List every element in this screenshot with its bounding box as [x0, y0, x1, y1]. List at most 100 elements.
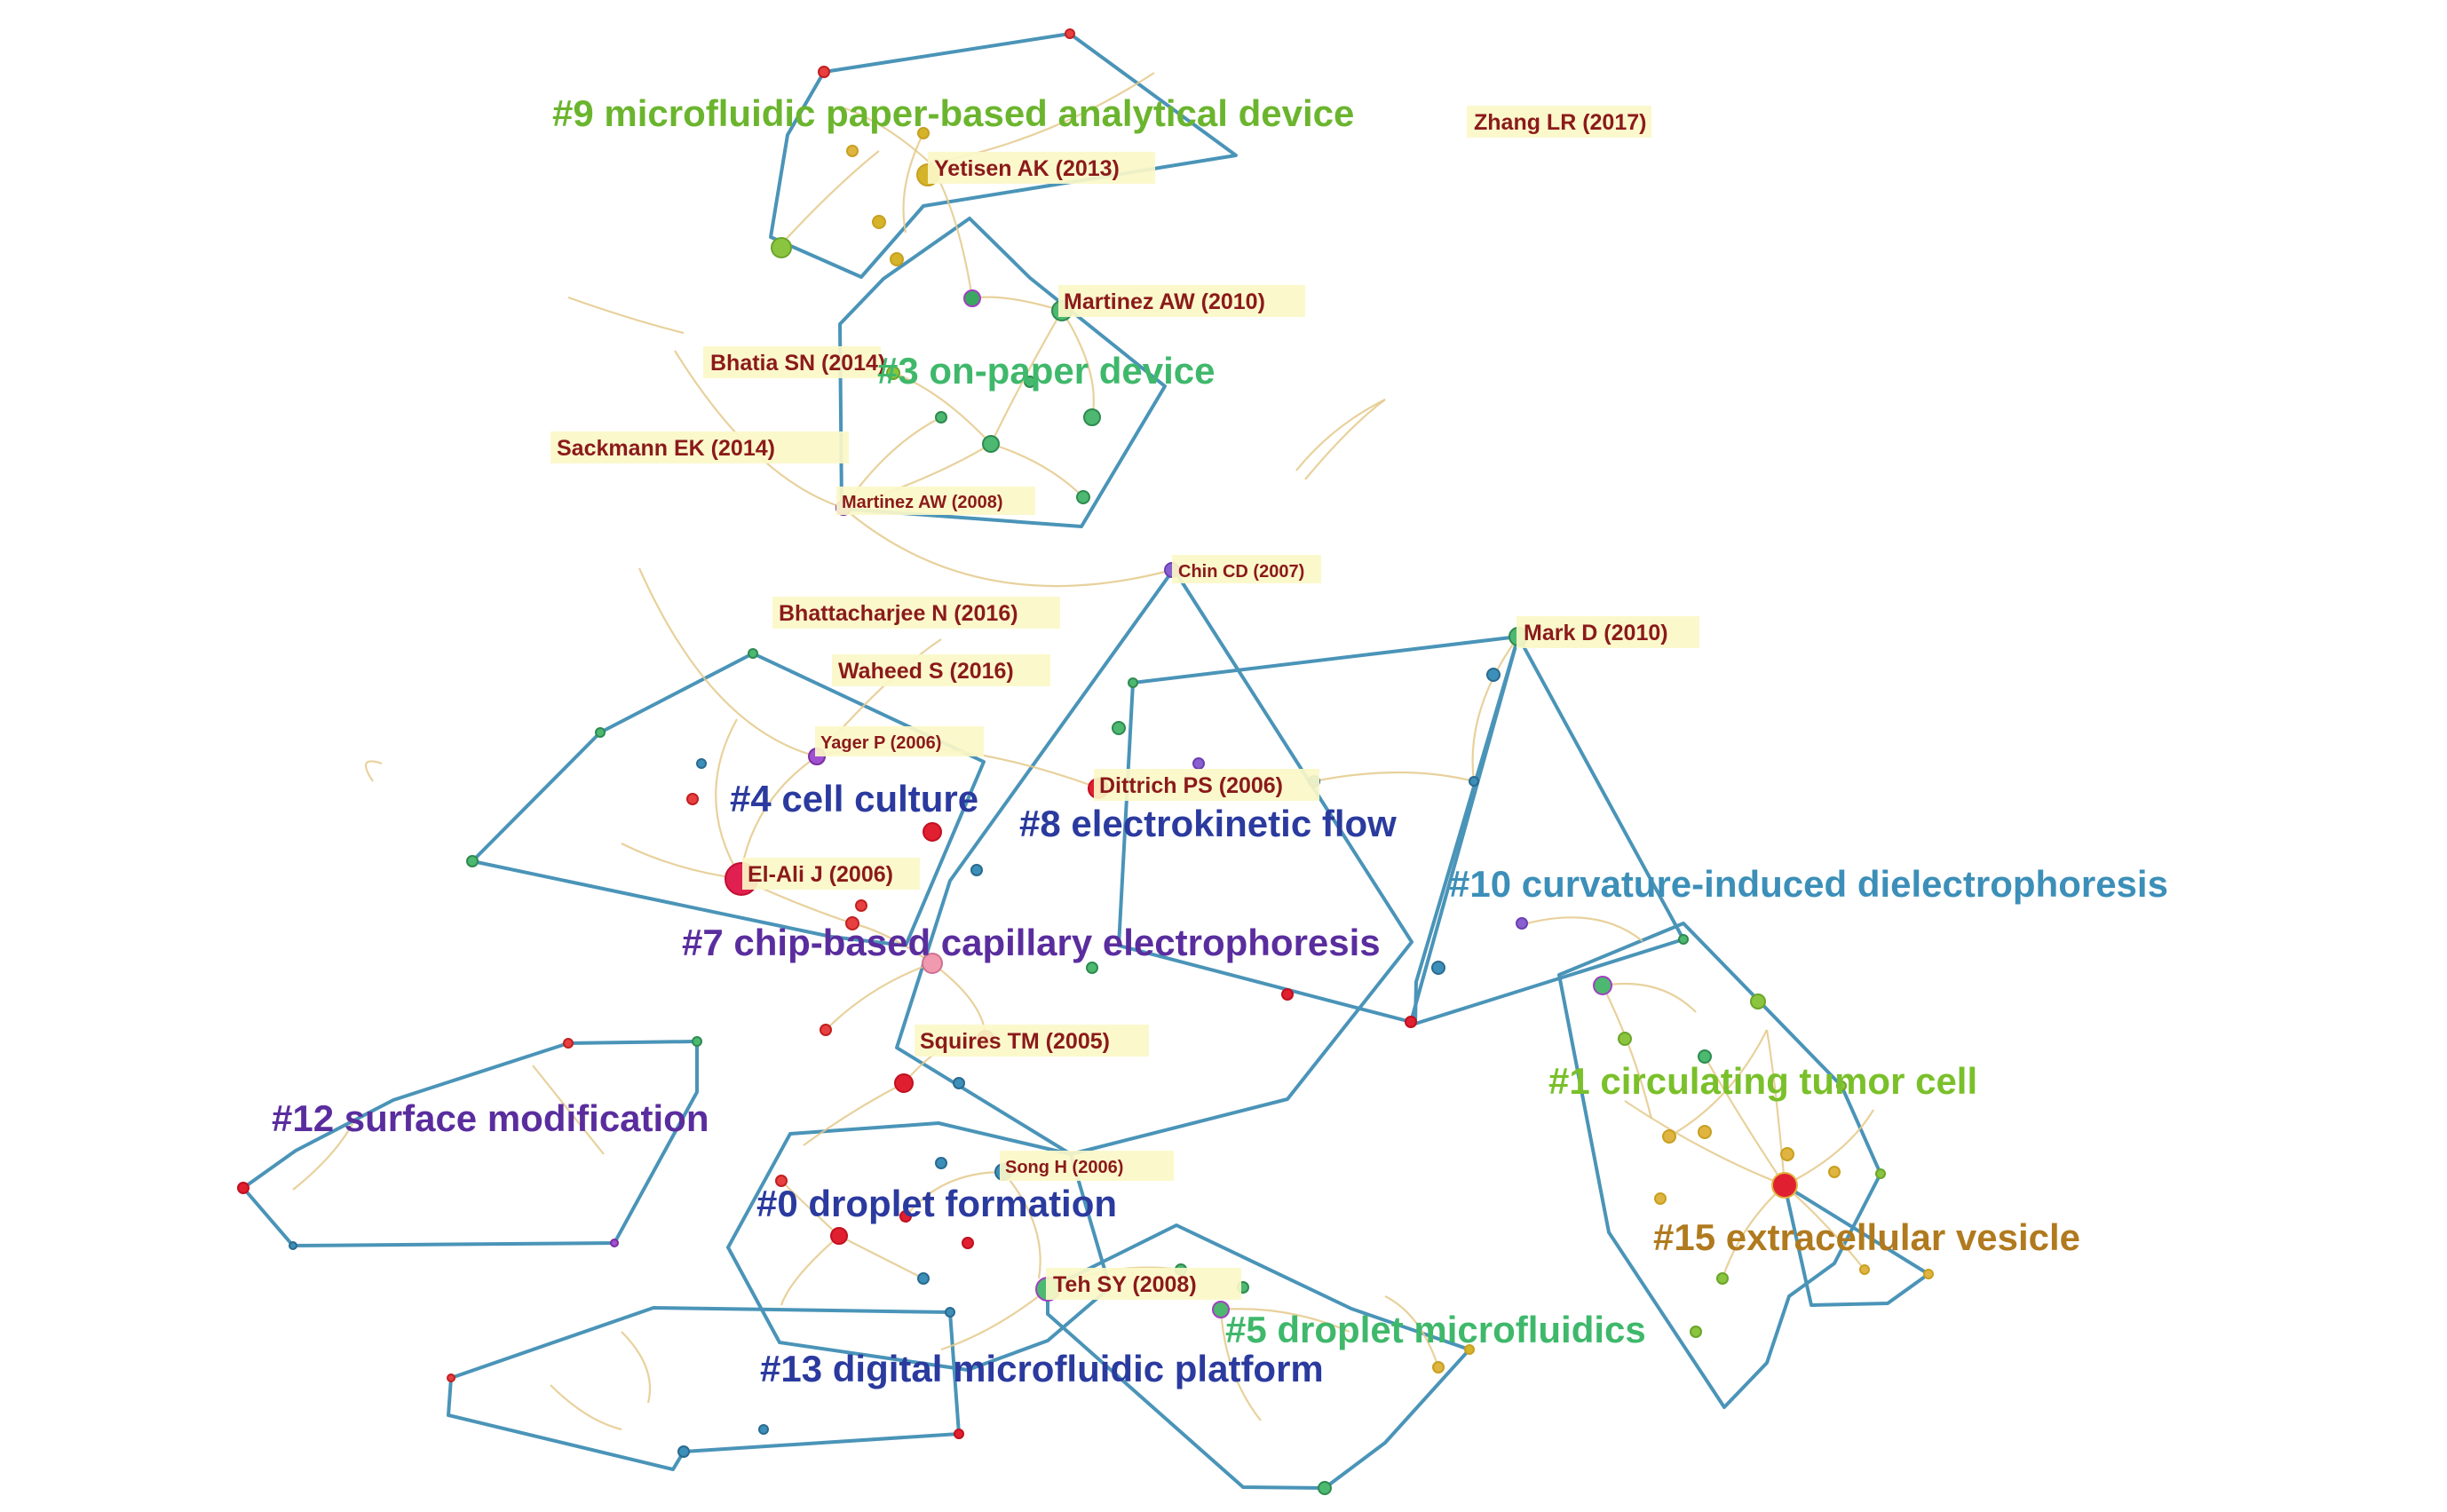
- node[interactable]: [830, 1227, 848, 1245]
- node[interactable]: [758, 1424, 769, 1435]
- node[interactable]: [954, 1429, 964, 1439]
- node[interactable]: [872, 215, 886, 229]
- node[interactable]: [1486, 668, 1501, 682]
- node[interactable]: [289, 1241, 297, 1250]
- node[interactable]: [953, 1077, 965, 1089]
- cluster-label-0[interactable]: #0 droplet formation: [756, 1183, 1117, 1224]
- node[interactable]: [1112, 721, 1126, 735]
- node[interactable]: [917, 1272, 930, 1285]
- node[interactable]: [945, 1307, 955, 1318]
- node[interactable]: [1780, 1147, 1794, 1161]
- node[interactable]: [1690, 1326, 1702, 1338]
- node[interactable]: [922, 953, 943, 974]
- node[interactable]: [970, 864, 983, 876]
- node[interactable]: [894, 1073, 914, 1093]
- node[interactable]: [686, 793, 699, 805]
- node[interactable]: [923, 822, 942, 842]
- node[interactable]: [595, 727, 606, 738]
- node[interactable]: [1024, 376, 1036, 388]
- node[interactable]: [1083, 408, 1101, 426]
- node[interactable]: [899, 1210, 912, 1223]
- node[interactable]: [935, 411, 947, 424]
- node[interactable]: [1469, 776, 1479, 787]
- node[interactable]: [1281, 988, 1294, 1001]
- node[interactable]: [237, 1182, 249, 1194]
- node[interactable]: [1212, 1301, 1230, 1318]
- node[interactable]: [1698, 1125, 1712, 1139]
- citation-nodes: [237, 28, 1934, 1495]
- node[interactable]: [1654, 1192, 1667, 1205]
- cluster-label-13[interactable]: #13 digital microfluidic platform: [760, 1348, 1324, 1389]
- node[interactable]: [466, 855, 479, 867]
- cluster-label-4[interactable]: #4 cell culture: [730, 778, 978, 819]
- node[interactable]: [692, 1036, 702, 1047]
- node[interactable]: [1128, 677, 1138, 688]
- node[interactable]: [855, 899, 867, 912]
- citation-edge: [1219, 1309, 1262, 1421]
- node[interactable]: [1432, 1361, 1445, 1373]
- node[interactable]: [1678, 934, 1689, 945]
- node[interactable]: [982, 435, 1000, 453]
- node[interactable]: [610, 1239, 619, 1247]
- node[interactable]: [1516, 917, 1528, 930]
- cluster-label-8[interactable]: #8 electrokinetic flow: [1019, 803, 1397, 844]
- node[interactable]: [935, 1157, 947, 1169]
- node[interactable]: [563, 1038, 574, 1049]
- hull-cluster-12: [242, 1040, 699, 1247]
- node[interactable]: [1086, 962, 1098, 974]
- citation-edge: [1313, 771, 1475, 783]
- citation-edge: [1624, 1100, 1786, 1187]
- node[interactable]: [886, 366, 900, 380]
- citation-edge: [905, 1170, 1004, 1217]
- node[interactable]: [1836, 1081, 1847, 1091]
- cluster-label-7[interactable]: #7 chip-based capillary electrophoresis: [682, 922, 1381, 963]
- node[interactable]: [818, 66, 830, 78]
- citation-edge: [844, 107, 931, 164]
- node[interactable]: [1716, 1272, 1729, 1285]
- node[interactable]: [1662, 1129, 1676, 1144]
- node[interactable]: [1771, 1172, 1798, 1199]
- node[interactable]: [696, 758, 707, 769]
- node[interactable]: [771, 237, 792, 258]
- node[interactable]: [1192, 757, 1205, 770]
- cluster-label-10[interactable]: #10 curvature-induced dielectrophoresis: [1449, 863, 2168, 905]
- cluster-label-3[interactable]: #3 on-paper device: [877, 350, 1215, 392]
- node[interactable]: [845, 916, 859, 930]
- ref-label-bhattacharjee: Bhattacharjee N (2016): [779, 601, 1018, 626]
- node[interactable]: [1065, 28, 1075, 39]
- node[interactable]: [1076, 490, 1090, 504]
- node[interactable]: [962, 1237, 974, 1249]
- node[interactable]: [846, 145, 859, 157]
- node[interactable]: [775, 1175, 788, 1187]
- cluster-label-12[interactable]: #12 surface modification: [272, 1097, 709, 1139]
- citation-edge: [990, 442, 1084, 498]
- node[interactable]: [1698, 1049, 1712, 1064]
- cluster-label-15[interactable]: #15 extracellular vesicle: [1653, 1216, 2080, 1258]
- hull-cluster-10: [1414, 635, 1685, 1025]
- node[interactable]: [677, 1445, 690, 1458]
- node[interactable]: [1405, 1016, 1417, 1028]
- node[interactable]: [1750, 993, 1766, 1009]
- cluster-label-5[interactable]: #5 droplet microfluidics: [1225, 1309, 1646, 1350]
- node[interactable]: [1618, 1032, 1632, 1046]
- node[interactable]: [748, 648, 758, 659]
- node[interactable]: [1464, 1344, 1475, 1355]
- node[interactable]: [1875, 1168, 1886, 1179]
- citation-edge: [1765, 1029, 1786, 1186]
- cluster-labels: #9 microfluidic paper-based analytical d…: [272, 92, 2168, 1389]
- node[interactable]: [1859, 1264, 1870, 1275]
- node[interactable]: [1318, 1481, 1332, 1495]
- node[interactable]: [1431, 961, 1445, 975]
- citation-edge: [825, 962, 933, 1031]
- node[interactable]: [1593, 976, 1612, 995]
- node[interactable]: [447, 1373, 455, 1382]
- node[interactable]: [890, 252, 904, 266]
- node[interactable]: [917, 127, 930, 139]
- node[interactable]: [1828, 1166, 1841, 1178]
- node[interactable]: [963, 289, 981, 307]
- cluster-label-9[interactable]: #9 microfluidic paper-based analytical d…: [552, 92, 1354, 134]
- node[interactable]: [1923, 1269, 1934, 1279]
- node[interactable]: [820, 1024, 832, 1036]
- cluster-label-1[interactable]: #1 circulating tumor cell: [1548, 1060, 1977, 1102]
- hull-cluster-5: [1046, 1223, 1471, 1490]
